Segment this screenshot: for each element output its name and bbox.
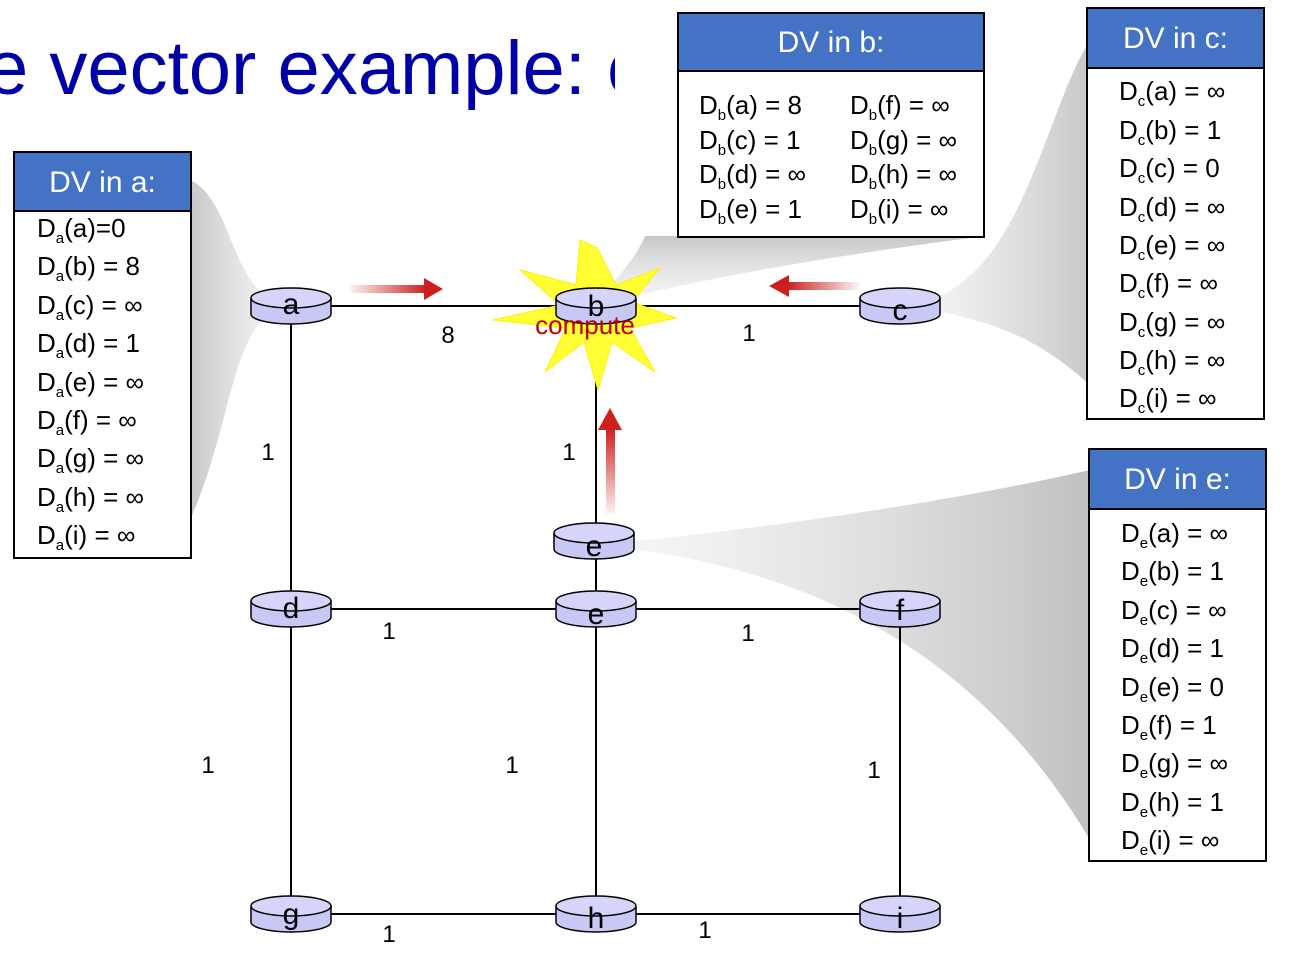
dv-entry-c-b: Dc(b) = 1 [1119,115,1222,149]
dv-entry-b-h: Db(h) = ∞ [850,159,958,193]
router-e [555,590,637,628]
dv-table-c: DV in c: Dc(a) = ∞ Dc(b) = 1 Dc(c) = 0 D… [1086,7,1265,420]
cost-f-i: 1 [867,757,880,784]
dv-entry-a-g: Da(g) = ∞ [37,443,145,477]
cost-d-e: 1 [382,618,395,645]
node-label-d: d [283,592,300,625]
slide-title: e vector example: c [0,26,615,111]
router-f [859,590,941,628]
node-label-g: g [283,898,300,931]
dv-table-b-header: DV in b: [679,14,983,72]
dv-entry-b-g: Db(g) = ∞ [850,125,958,159]
dv-entry-e-g: De(g) = ∞ [1121,748,1229,782]
links [290,305,901,915]
node-label-e-top: e [586,530,603,563]
dv-table-e: DV in e: De(a) = ∞ De(b) = 1 De(c) = ∞ D… [1088,448,1267,862]
dv-entry-e-c: De(c) = ∞ [1121,595,1227,629]
dv-entry-c-c: Dc(c) = 0 [1119,153,1220,187]
arrow-c-to-b [769,275,859,297]
dv-entry-b-f: Db(f) = ∞ [850,90,950,124]
dv-entry-a-c: Da(c) = ∞ [37,290,143,324]
node-label-c: c [893,294,908,327]
router-d [250,590,332,628]
callout-wedge-e [595,470,1090,840]
dv-entry-e-d: De(d) = 1 [1121,633,1224,667]
dv-entry-a-d: Da(d) = 1 [37,328,140,362]
dv-entry-e-h: De(h) = 1 [1121,787,1224,821]
dv-table-e-header: DV in e: [1090,450,1265,510]
dv-entry-b-i: Db(i) = ∞ [850,194,949,228]
dv-entry-c-e: Dc(e) = ∞ [1119,230,1226,264]
node-label-a: a [283,288,300,321]
dv-table-a: DV in a: Da(a)=0 Da(b) = 8 Da(c) = ∞ Da(… [13,151,192,559]
cost-h-i: 1 [698,917,711,944]
router-h [555,895,637,933]
cost-a-d: 1 [261,439,274,466]
router-e-top [553,522,635,560]
dv-entry-e-i: De(i) = ∞ [1121,825,1220,859]
dv-entry-e-a: De(a) = ∞ [1121,518,1229,552]
dv-table-b: DV in b: Db(a) = 8 Db(c) = 1 Db(d) = ∞ D… [677,12,985,238]
dv-entry-a-e: Da(e) = ∞ [37,367,145,401]
cost-e-h: 1 [505,752,518,779]
callout-wedge-c [900,40,1090,385]
arrow-e-to-b [598,408,622,514]
router-a [250,287,332,325]
dv-table-c-header: DV in c: [1088,9,1263,69]
dv-entry-b-a: Db(a) = 8 [699,90,802,124]
cost-a-b: 8 [441,322,454,349]
dv-entry-c-f: Dc(f) = ∞ [1119,268,1218,302]
cost-b-c: 1 [742,320,755,347]
dv-entry-e-f: De(f) = 1 [1121,710,1217,744]
callout-wedge-a [190,180,290,520]
dv-entry-b-c: Db(c) = 1 [699,125,801,159]
compute-label: compute [535,310,635,340]
node-label-b: b [588,290,605,323]
dv-entry-e-b: De(b) = 1 [1121,556,1224,590]
router-b [555,287,637,325]
dv-entry-a-f: Da(f) = ∞ [37,405,137,439]
dv-entry-c-d: Dc(d) = ∞ [1119,192,1226,226]
router-i [859,895,941,933]
cost-g-h: 1 [382,921,395,948]
arrow-a-to-b [350,278,443,300]
dv-entry-b-d: Db(d) = ∞ [699,159,807,193]
dv-entry-a-b: Da(b) = 8 [37,251,140,285]
dv-entry-e-e: De(e) = 0 [1121,672,1224,706]
dv-entry-c-h: Dc(h) = ∞ [1119,345,1226,379]
dv-entry-a-i: Da(i) = ∞ [37,520,136,554]
router-c [859,287,941,325]
dv-entry-c-g: Dc(g) = ∞ [1119,307,1226,341]
cost-d-g: 1 [201,752,214,779]
node-label-i: i [897,902,904,935]
dv-entry-c-a: Dc(a) = ∞ [1119,76,1226,110]
callout-wedge-b [595,236,985,305]
cost-e-f: 1 [741,620,754,647]
cost-b-e: 1 [562,439,575,466]
router-g [250,895,332,933]
dv-entry-c-i: Dc(i) = ∞ [1119,383,1217,417]
dv-table-a-header: DV in a: [15,153,190,212]
node-label-h: h [588,902,605,935]
dv-entry-b-e: Db(e) = 1 [699,194,802,228]
node-label-e: e [588,598,605,631]
dv-entry-a-h: Da(h) = ∞ [37,482,145,516]
dv-entry-a-a: Da(a)=0 [37,213,126,247]
node-label-f: f [896,594,905,627]
